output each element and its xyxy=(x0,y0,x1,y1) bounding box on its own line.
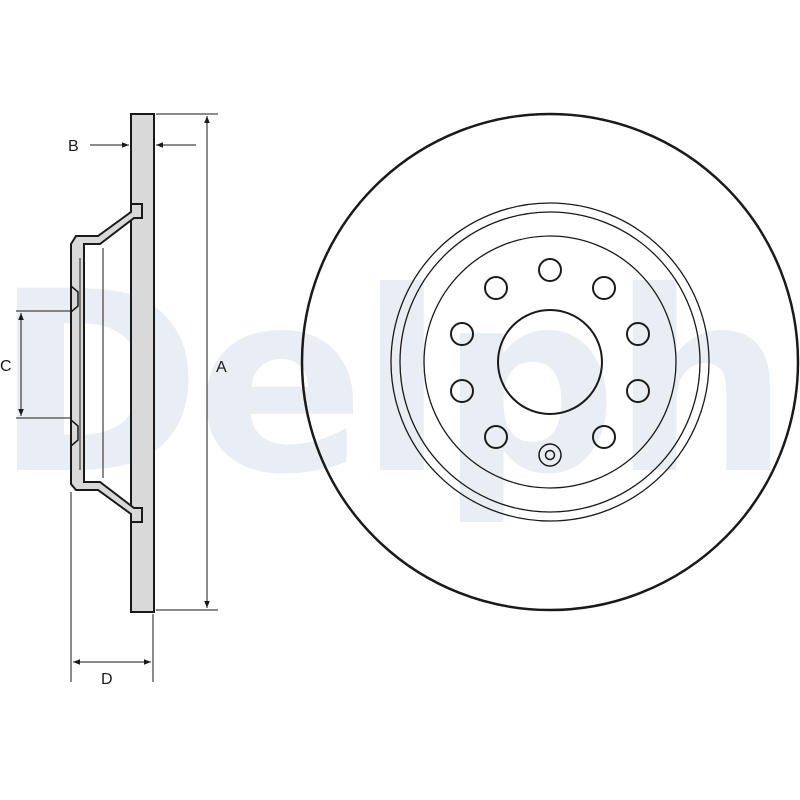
disc-outer-edge xyxy=(300,112,800,612)
bolt-hole xyxy=(626,322,650,346)
bolt-hole xyxy=(484,276,508,300)
hat-outer-ring-2 xyxy=(399,211,701,513)
hub-notch-bottom xyxy=(70,419,79,447)
hat-section xyxy=(70,203,143,523)
dimension-d-label: D xyxy=(101,671,113,688)
locating-hole xyxy=(538,443,562,467)
bolt-hole xyxy=(626,379,650,403)
hat-outer-ring-1 xyxy=(390,202,710,522)
bolt-hole xyxy=(592,276,616,300)
bolt-hole xyxy=(450,322,474,346)
hat-inner-ring xyxy=(423,235,677,489)
bolt-hole xyxy=(484,425,508,449)
side-section-view xyxy=(70,113,155,613)
dimension-a-label: A xyxy=(216,359,227,376)
delphi-watermark: Delphi xyxy=(0,238,800,529)
bolt-hole xyxy=(538,258,562,282)
center-bore xyxy=(497,309,603,415)
bolt-hole xyxy=(450,379,474,403)
hub-notch-top xyxy=(70,285,79,313)
bolt-holes xyxy=(450,258,650,449)
dimension-c-label: C xyxy=(0,358,12,375)
extension-lines xyxy=(16,113,218,682)
front-view xyxy=(300,112,800,612)
bolt-hole xyxy=(592,425,616,449)
disc-ring-section xyxy=(130,113,155,613)
dimension-b-label: B xyxy=(68,138,79,155)
